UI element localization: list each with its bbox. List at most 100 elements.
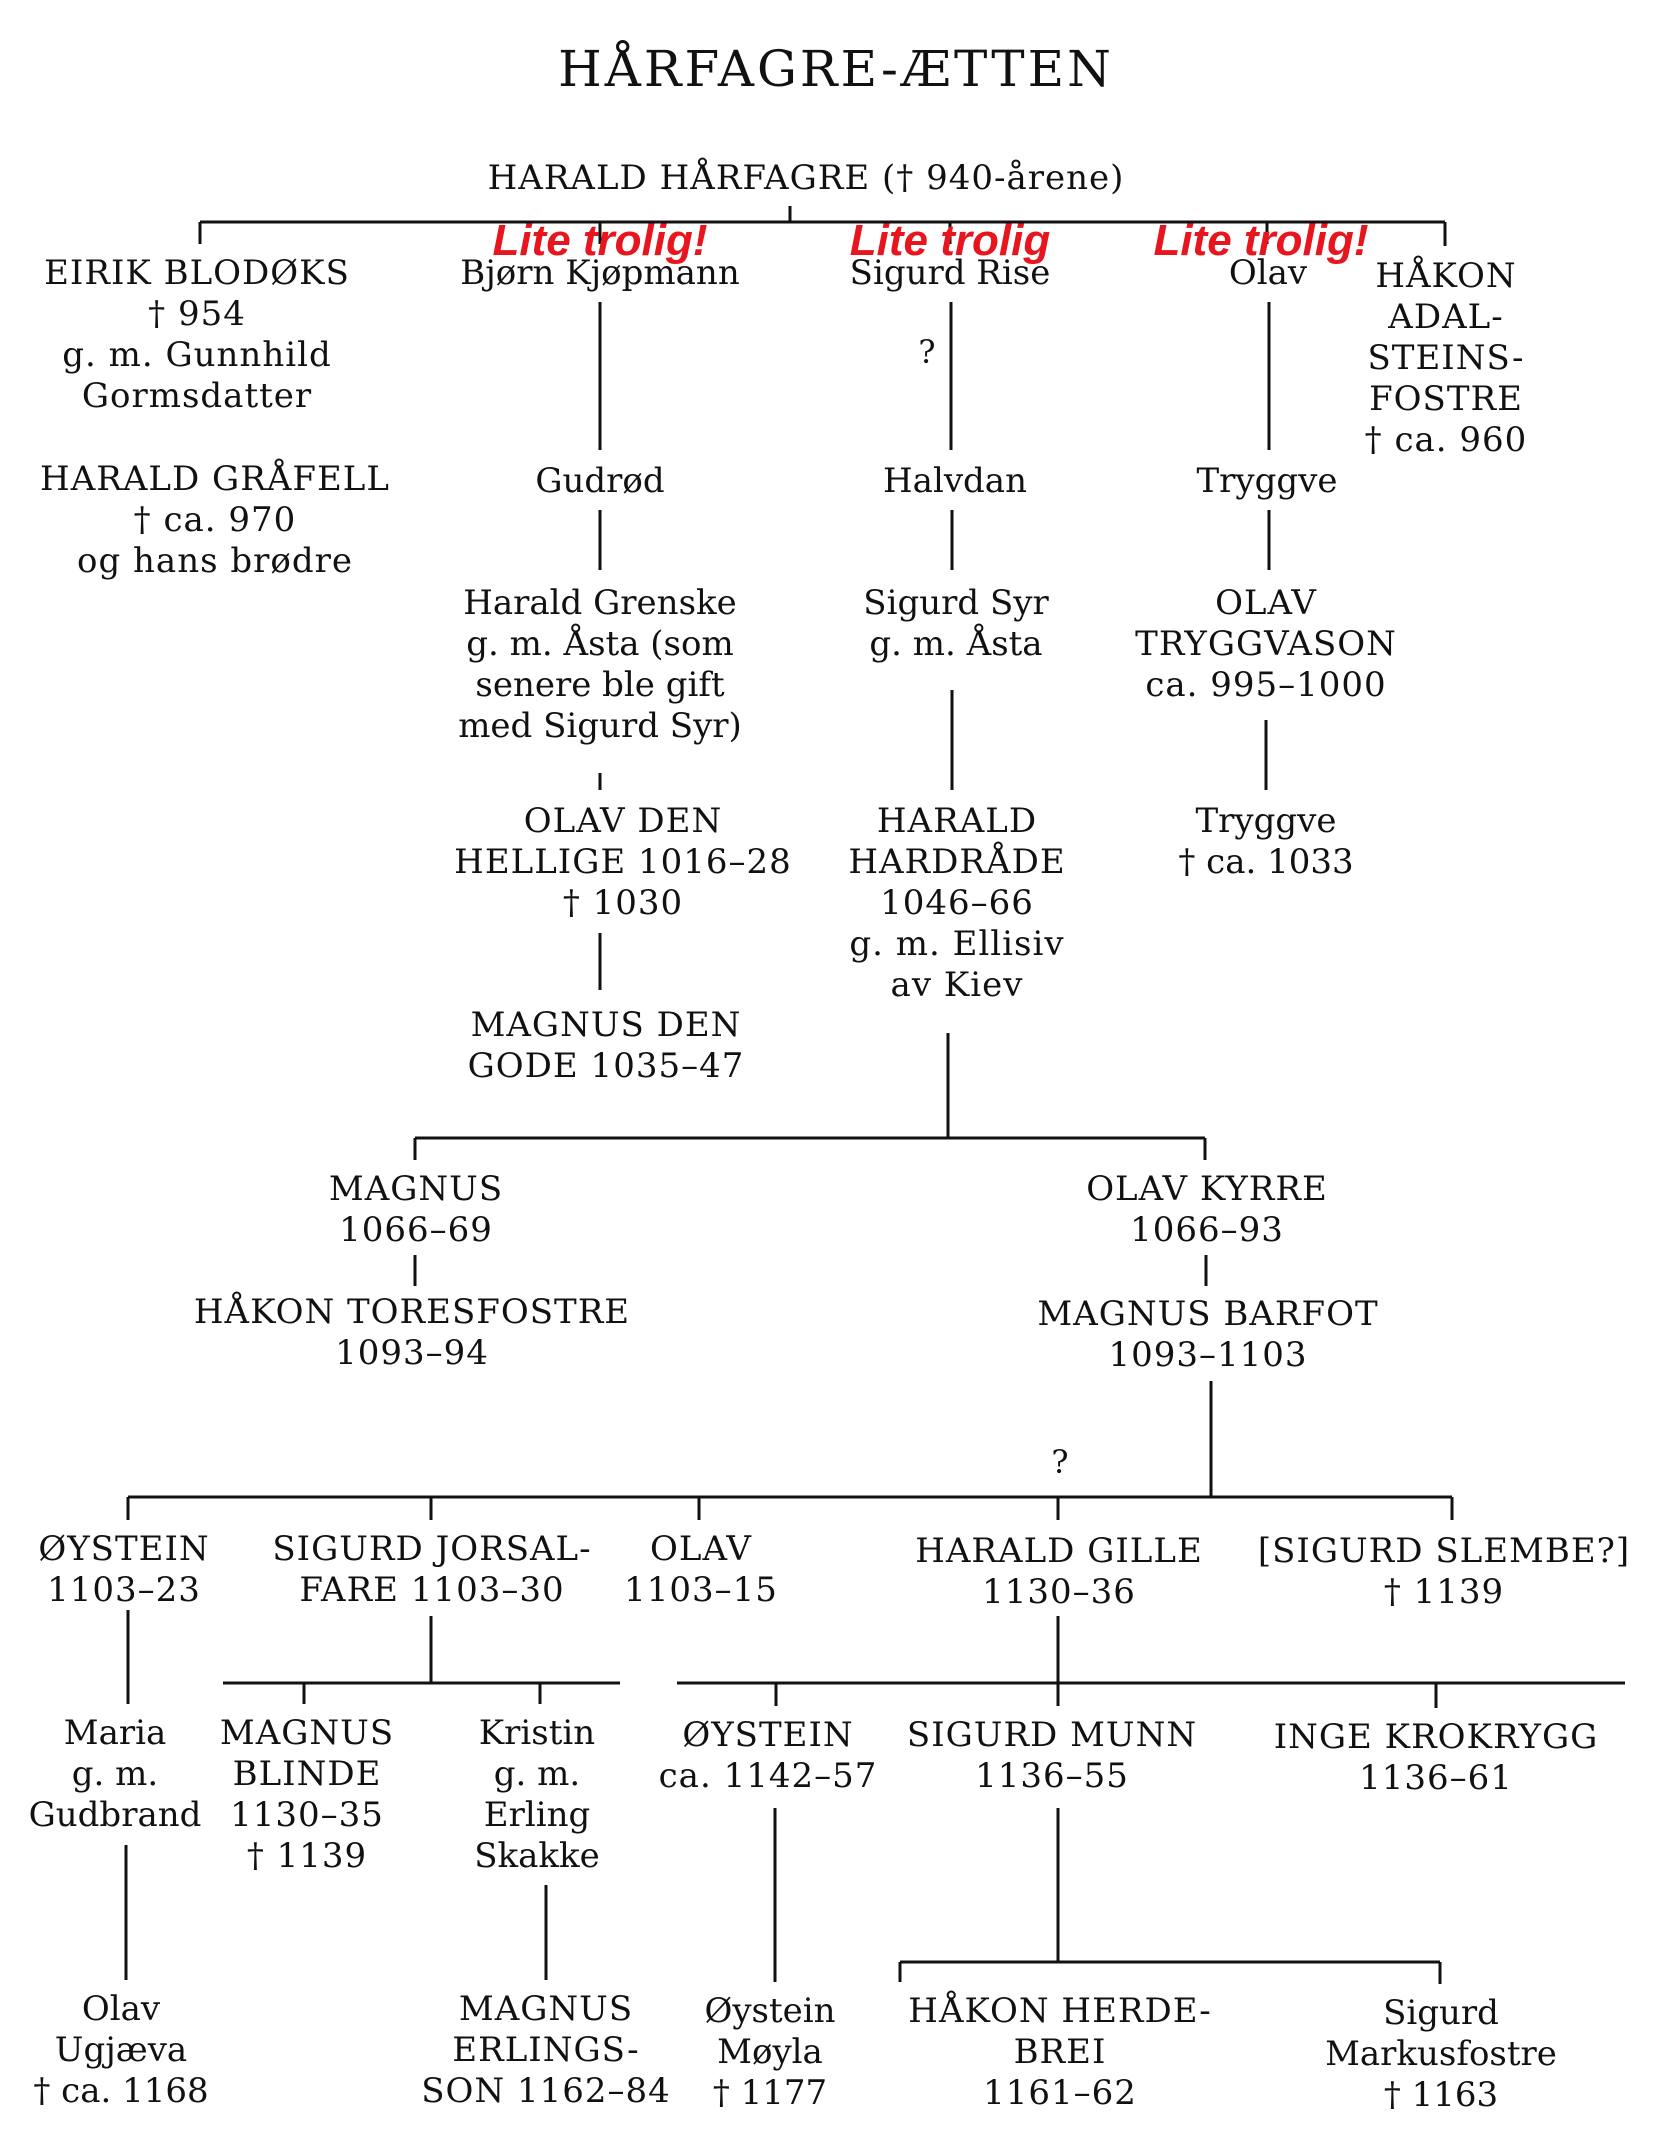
person-sigurd-rise: Sigurd Rise <box>850 253 1051 294</box>
person-line: STEINS- <box>1367 338 1525 378</box>
person-line: 1136–55 <box>975 1756 1129 1796</box>
person-line: Maria <box>63 1713 167 1753</box>
person-line: † ca. 960 <box>1364 420 1528 460</box>
person-line: HÅKON HERDE- <box>908 1991 1212 2031</box>
person-line: OLAV DEN <box>523 801 723 841</box>
person-line: 1103–15 <box>624 1570 778 1610</box>
person-line: ØYSTEIN <box>682 1715 854 1755</box>
person-line: MAGNUS <box>458 1989 634 2029</box>
person-line: 1093–1103 <box>1108 1335 1308 1375</box>
person-line: BLINDE <box>232 1754 382 1794</box>
person-sigurd-slembe: [SIGURD SLEMBE?]† 1139 <box>1258 1531 1630 1613</box>
person-line: 1136–61 <box>1359 1758 1513 1798</box>
person-line: 1046–66 <box>880 883 1034 923</box>
person-line: g. m. <box>71 1754 159 1794</box>
note-bjorn: Lite trolig! <box>492 216 708 265</box>
person-line: med Sigurd Syr) <box>458 706 742 746</box>
person-line: † ca. 970 <box>133 500 297 540</box>
person-line: 1066–69 <box>339 1210 493 1250</box>
person-line: † ca. 1168 <box>33 2071 209 2111</box>
person-line: 1161–62 <box>983 2073 1137 2113</box>
person-line: 1130–35 <box>230 1795 384 1835</box>
person-line: EIRIK BLODØKS <box>44 253 350 293</box>
person-line: † 954 <box>148 294 246 334</box>
person-line: HARALD <box>876 801 1038 841</box>
person-line: INGE KROKRYGG <box>1273 1717 1599 1757</box>
person-line: Sigurd Syr <box>863 583 1049 623</box>
person-line: 1103–23 <box>47 1570 201 1610</box>
note-sigurd-rise: Lite trolig <box>849 216 1051 265</box>
person-sigurd-jorsalfare: SIGURD JORSAL-FARE 1103–30 <box>272 1529 591 1611</box>
person-line: senere ble gift <box>475 665 725 705</box>
uncertain-mark: ? <box>918 333 936 371</box>
person-line: Olav <box>81 1989 161 2029</box>
person-line: Gormsdatter <box>81 376 313 416</box>
person-line: g. m. Ellisiv <box>849 924 1065 964</box>
person-line: Olav <box>1228 253 1308 293</box>
person-line: Ugjæva <box>54 2030 188 2070</box>
person-line: HARALD GRÅFELL <box>40 459 390 499</box>
person-line: OLAV <box>1215 583 1317 623</box>
person-line: MAGNUS <box>219 1713 395 1753</box>
person-tryggve: Tryggve <box>1197 461 1338 502</box>
person-line: † 1177 <box>712 2073 828 2113</box>
person-line: ADAL- <box>1388 297 1504 337</box>
person-line: FOSTRE <box>1369 379 1523 419</box>
note-olav: Lite trolig! <box>1153 216 1369 265</box>
person-line: Markusfostre <box>1325 2034 1557 2074</box>
person-line: HARALD GILLE <box>915 1531 1203 1571</box>
person-line: HÅKON <box>1375 256 1517 296</box>
person-line: og hans brødre <box>76 541 353 581</box>
person-line: HÅKON TORESFOSTRE <box>193 1292 631 1332</box>
person-line: HARDRÅDE <box>848 842 1066 882</box>
person-line: Kristin <box>478 1713 596 1753</box>
person-line: 1130–36 <box>982 1572 1136 1612</box>
person-line: Sigurd Rise <box>849 253 1051 293</box>
person-line: † 1139 <box>1383 1572 1505 1612</box>
person-line: g. m. Åsta <box>869 624 1043 664</box>
person-line: GODE 1035–47 <box>467 1046 745 1086</box>
person-line: HARALD HÅRFAGRE († 940-årene) <box>487 158 1125 198</box>
person-line: MAGNUS DEN <box>470 1005 742 1045</box>
person-line: † 1030 <box>562 883 684 923</box>
person-line: ca. 995–1000 <box>1145 665 1387 705</box>
person-line: OLAV KYRRE <box>1086 1169 1328 1209</box>
uncertain-mark-2: ? <box>1051 1443 1069 1481</box>
person-line: FARE 1103–30 <box>299 1570 565 1610</box>
person-line: † ca. 1033 <box>1178 842 1354 882</box>
person-line: g. m. Åsta (som <box>466 624 734 664</box>
person-line: [SIGURD SLEMBE?] <box>1257 1531 1631 1571</box>
person-line: g. m. Gunnhild <box>62 335 332 375</box>
person-line: Harald Grenske <box>463 583 737 623</box>
person-line: BREI <box>1013 2032 1107 2072</box>
person-line: ØYSTEIN <box>38 1529 210 1569</box>
person-line: Tryggve <box>1195 801 1337 841</box>
person-line: † 1163 <box>1383 2075 1499 2115</box>
person-harald-harfagre: HARALD HÅRFAGRE († 940-årene) <box>488 158 1125 199</box>
person-bjorn-kjopmann: Bjørn Kjøpmann <box>460 253 739 294</box>
person-line: ca. 1142–57 <box>658 1756 878 1796</box>
